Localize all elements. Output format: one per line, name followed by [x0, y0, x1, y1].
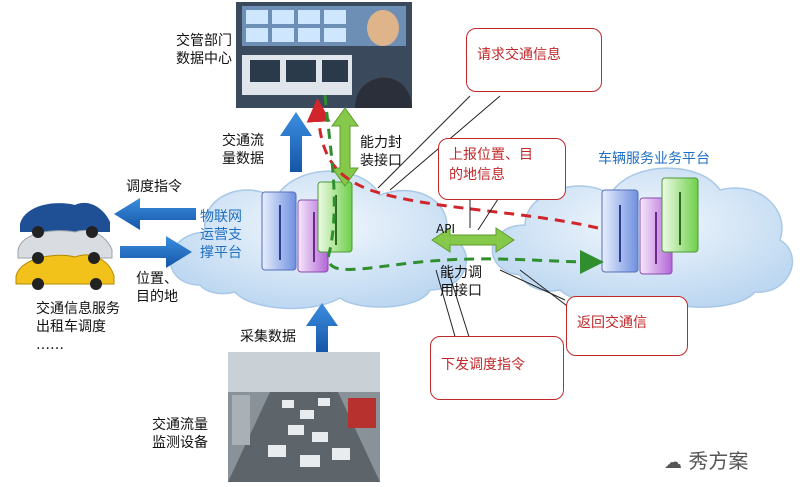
services-list: 交通信息服务 出租车调度 ……	[36, 300, 120, 354]
iot-platform-label: 物联网 运营支 撑平台	[200, 208, 242, 262]
control-room-photo	[236, 2, 412, 108]
position-right-arrow	[120, 236, 192, 268]
traffic-data-up-arrow	[280, 112, 312, 172]
vehicle-servers	[601, 177, 699, 275]
traffic-data-label-line2: 量数据	[222, 151, 264, 167]
traffic-data-label-line1: 交通流	[222, 133, 264, 149]
data-center-label-line1: 交管部门	[176, 33, 232, 49]
traffic-data-label: 交通流 量数据	[222, 132, 264, 168]
dispatch-left-arrow	[114, 198, 196, 230]
position-label-line1: 位置、	[136, 271, 178, 287]
capability-wrap-label-line1: 能力封	[360, 135, 402, 151]
callout-report-position: 上报位置、目 的地信息	[438, 138, 566, 200]
watermark: ☁ 秀方案	[664, 449, 749, 473]
watermark-text: 秀方案	[688, 449, 749, 473]
api-double-arrow	[431, 227, 515, 253]
callout-report-line1: 上报位置、目	[449, 147, 533, 163]
monitor-label-line1: 交通流量	[152, 417, 208, 433]
vehicle-platform-label: 车辆服务业务平台	[598, 151, 710, 167]
monitor-label-line2: 监测设备	[152, 435, 208, 451]
iot-platform-label-line2: 运营支	[200, 227, 242, 243]
cars-illustration	[15, 202, 115, 290]
callout-request-traffic-info: 请求交通信息	[466, 28, 602, 92]
data-center-label-line2: 数据中心	[176, 51, 232, 67]
capability-call-label: 能力调 用接口	[440, 264, 482, 300]
callout-report-line2: 的地信息	[449, 167, 505, 183]
data-center-label: 交管部门 数据中心	[176, 32, 232, 68]
callout-return-traffic-info: 返回交通信	[566, 296, 688, 356]
capability-wrap-label-line2: 装接口	[360, 153, 402, 169]
wechat-icon: ☁	[664, 452, 682, 473]
traffic-photo	[228, 352, 380, 482]
red-dashed-flow	[306, 98, 599, 230]
green-dashed-flow	[323, 94, 604, 274]
capability-wrap-double-arrow	[331, 107, 359, 187]
iot-platform-label-line3: 撑平台	[200, 245, 242, 261]
monitor-device-label: 交通流量 监测设备	[152, 416, 208, 452]
position-destination-label: 位置、 目的地	[136, 270, 178, 306]
capability-call-label-line1: 能力调	[440, 265, 482, 281]
api-label: API	[436, 222, 455, 236]
iot-platform-label-line1: 物联网	[200, 209, 242, 225]
collect-data-up-arrow	[306, 303, 338, 352]
callout-issue-dispatch: 下发调度指令	[430, 336, 564, 400]
service-item-traffic-info: 交通信息服务	[36, 301, 120, 317]
service-item-taxi-dispatch: 出租车调度	[36, 319, 106, 335]
service-item-ellipsis: ……	[36, 337, 64, 353]
collect-data-label: 采集数据	[240, 329, 296, 345]
capability-wrap-label: 能力封 装接口	[360, 134, 402, 170]
position-label-line2: 目的地	[136, 289, 178, 305]
capability-call-label-line2: 用接口	[440, 283, 482, 299]
dispatch-command-label: 调度指令	[126, 179, 182, 195]
